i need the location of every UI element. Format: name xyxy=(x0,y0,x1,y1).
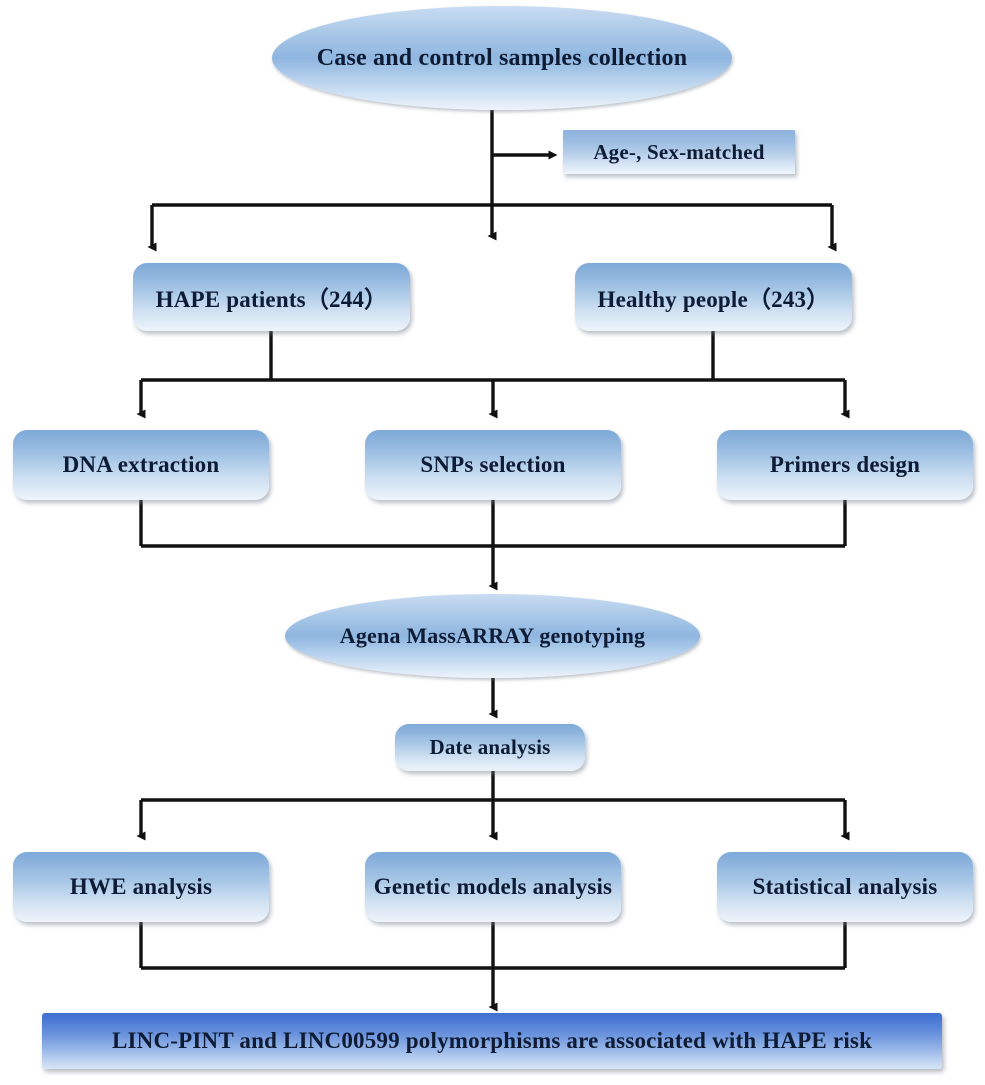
node-label: Genetic models analysis xyxy=(373,874,613,899)
node-hwe-analysis[interactable]: HWE analysis xyxy=(13,852,269,922)
node-age-sex-matched[interactable]: Age-, Sex-matched xyxy=(563,130,795,174)
node-snps-selection[interactable]: SNPs selection xyxy=(365,430,621,500)
node-hape-patients[interactable]: HAPE patients（244） xyxy=(133,263,410,331)
node-date-analysis[interactable]: Date analysis xyxy=(395,724,585,771)
node-agena-massarray-genotyping[interactable]: Agena MassARRAY genotyping xyxy=(285,594,700,678)
node-healthy-people[interactable]: Healthy people（243） xyxy=(575,263,852,331)
node-label: DNA extraction xyxy=(62,452,220,477)
node-label: Agena MassARRAY genotyping xyxy=(339,623,646,648)
node-statistical-analysis[interactable]: Statistical analysis xyxy=(717,852,973,922)
node-label: HWE analysis xyxy=(69,874,213,899)
node-label: Healthy people（243） xyxy=(597,287,830,312)
node-label: Age-, Sex-matched xyxy=(593,139,765,164)
node-label: Date analysis xyxy=(429,735,551,759)
node-label: SNPs selection xyxy=(420,452,566,477)
node-primers-design[interactable]: Primers design xyxy=(717,430,973,500)
node-label: Case and control samples collection xyxy=(316,44,688,71)
node-case-control-collection[interactable]: Case and control samples collection xyxy=(272,6,732,110)
node-conclusion-result[interactable]: LINC-PINT and LINC00599 polymorphisms ar… xyxy=(42,1013,942,1069)
node-label: LINC-PINT and LINC00599 polymorphisms ar… xyxy=(111,1028,873,1053)
node-genetic-models-analysis[interactable]: Genetic models analysis xyxy=(365,852,621,922)
node-dna-extraction[interactable]: DNA extraction xyxy=(13,430,269,500)
node-label: Statistical analysis xyxy=(752,874,938,899)
node-label: Primers design xyxy=(769,452,921,477)
node-label: HAPE patients（244） xyxy=(155,287,388,312)
